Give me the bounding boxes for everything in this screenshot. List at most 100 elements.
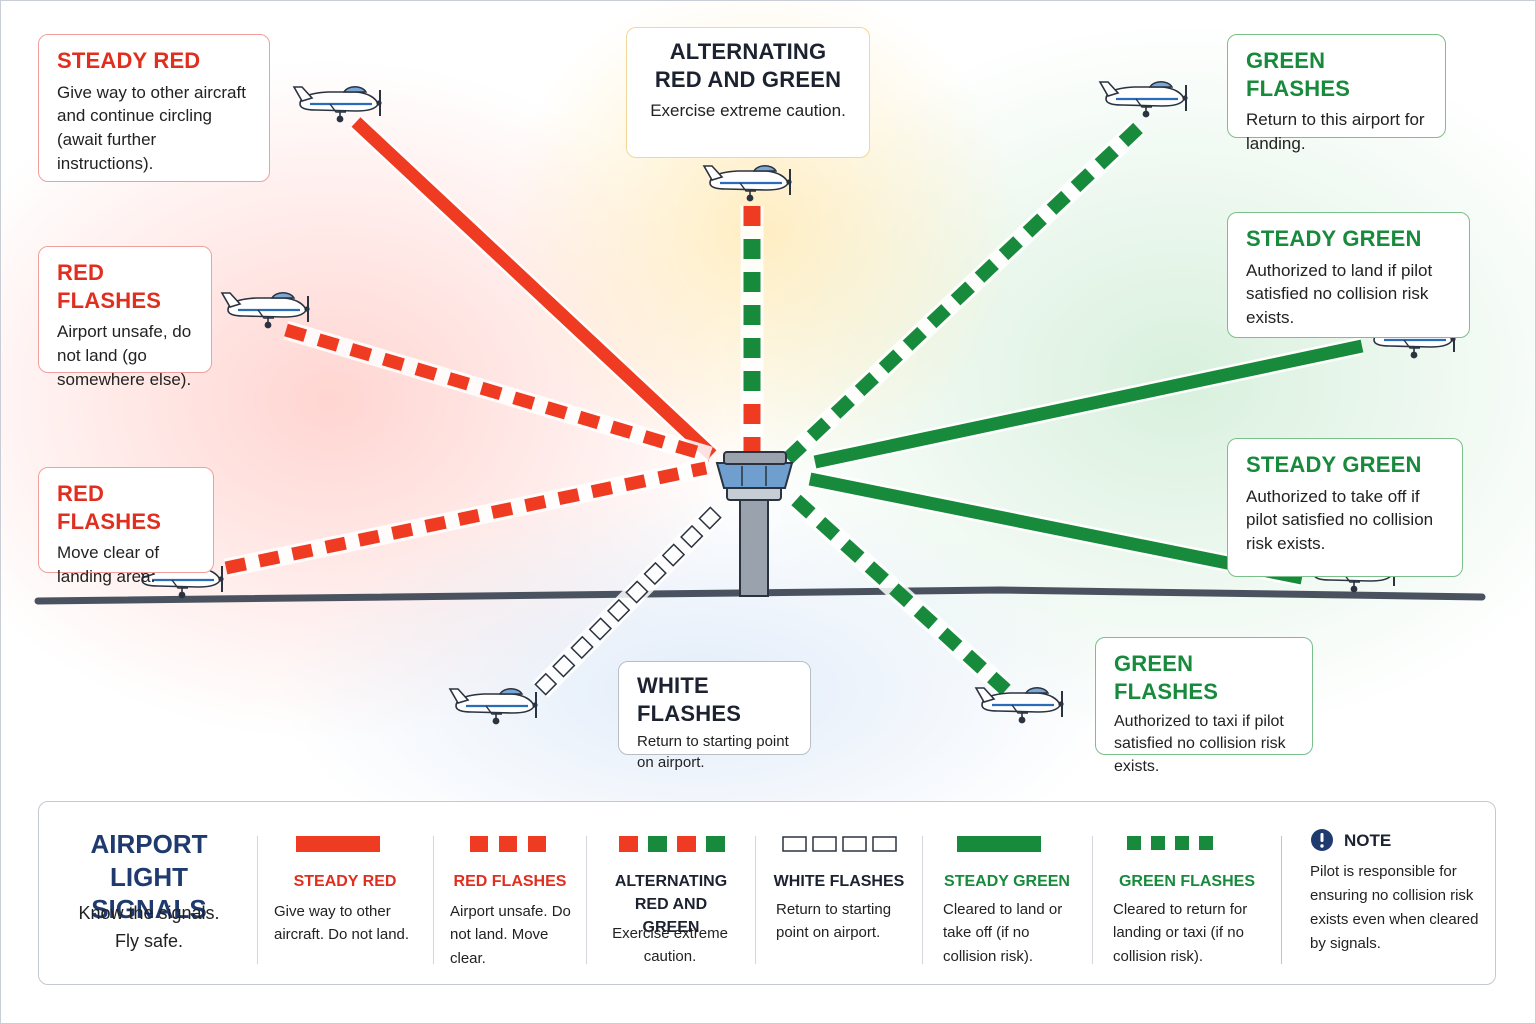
beam-red-flashes-ground-dash xyxy=(357,529,381,547)
signal-title: STEADY GREEN xyxy=(1246,226,1422,251)
beam-red-flashes-ground-dash xyxy=(391,522,414,540)
beam-red-flashes-airborne-dash xyxy=(381,352,405,371)
beam-green-flashes-taxi-dash xyxy=(962,649,987,674)
signal-card-red-flashes-airborne: RED FLASHES Airport unsafe, do not land … xyxy=(38,246,212,389)
signal-card-steady-red: STEADY RED Give way to other aircraft an… xyxy=(38,34,270,182)
beam-red-flashes-ground-dash xyxy=(524,495,547,512)
swatch-white-flashes xyxy=(782,836,897,852)
legend-item-white-flashes: WHITE FLASHES Return to starting point o… xyxy=(756,802,922,986)
beam-red-flashes-ground-dash xyxy=(657,467,680,485)
legend-heading: AIRPORT LIGHT SIGNALS Know the signals. … xyxy=(39,802,257,986)
beam-white-flashes-dash-fill xyxy=(609,600,629,621)
beam-red-flashes-airborne-dash xyxy=(577,410,601,430)
beam-red-flashes-ground-dash xyxy=(224,557,247,575)
legend-item-title: RED FLASHES xyxy=(453,873,567,890)
beam-green-flashes-airborne-dash xyxy=(1070,168,1095,193)
legend-panel: AIRPORT LIGHT SIGNALS Know the signals. … xyxy=(38,801,1496,985)
legend-item-red-flashes: RED FLASHES Airport unsafe. Do not land.… xyxy=(434,802,586,986)
beam-green-flashes-airborne-dash xyxy=(782,440,807,465)
beam-white-flashes-dash-fill xyxy=(590,619,610,639)
beam-green-flashes-taxi-dash xyxy=(815,516,840,541)
beam-white-flashes-dash-fill xyxy=(572,637,592,658)
legend-item-green-flashes: GREEN FLASHES Cleared to return for land… xyxy=(1093,802,1281,986)
beam-green-flashes-airborne-dash xyxy=(854,372,879,397)
airplane-icon xyxy=(1098,80,1189,119)
beam-white-flashes-dash-fill xyxy=(663,545,684,565)
signal-title: STEADY GREEN xyxy=(1246,452,1422,477)
beam-green-flashes-taxi-dash xyxy=(840,539,865,563)
signal-description: Return to this airport for landing. xyxy=(1246,110,1425,153)
beam-red-flashes-airborne-dash xyxy=(512,391,536,410)
swatch-green-flashes xyxy=(1127,836,1213,850)
beam-steady-green-land xyxy=(813,339,1364,469)
signal-title: GREEN FLASHES xyxy=(1246,48,1351,101)
beam-green-flashes-taxi-dash xyxy=(913,605,938,630)
legend-divider xyxy=(755,836,756,964)
signal-title: ALTERNATING RED AND GREEN xyxy=(654,39,842,92)
signal-description: Authorized to take off if pilot satisfie… xyxy=(1246,486,1434,554)
beam-steady-green-takeoff xyxy=(808,472,1304,585)
beam-red-flashes-ground-dash xyxy=(324,536,347,554)
swatch-red-flashes xyxy=(470,836,546,852)
signal-description: Authorized to land if pilot satisfied no… xyxy=(1246,260,1433,328)
legend-divider xyxy=(1092,836,1093,964)
legend-item-title: ALTERNATING RED AND GREEN xyxy=(614,873,728,937)
swatch-steady-red xyxy=(296,836,380,852)
note-description: Pilot is responsible for ensuring no col… xyxy=(1310,863,1479,952)
beam-red-flashes-ground-dash xyxy=(690,461,708,478)
beam-red-flashes-ground-dash xyxy=(557,488,580,506)
legend-item-description: Cleared to return for landing or taxi (i… xyxy=(1113,901,1248,965)
beam-green-flashes-airborne-dash xyxy=(926,304,951,329)
signal-card-green-flashes-airborne: GREEN FLASHES Return to this airport for… xyxy=(1227,34,1446,153)
beam-red-flashes-ground-dash xyxy=(424,515,447,533)
signal-title: WHITE FLASHES xyxy=(637,673,742,726)
airplane-icon xyxy=(292,85,383,124)
legend-divider xyxy=(922,836,923,964)
legend-item-title: GREEN FLASHES xyxy=(1118,873,1255,890)
signal-card-steady-green-land: STEADY GREEN Authorized to land if pilot… xyxy=(1227,212,1470,338)
beam-white-flashes-dash-fill xyxy=(536,674,556,694)
legend-item-description: Give way to other aircraft. Do not land. xyxy=(274,903,410,944)
signal-beams xyxy=(224,115,1364,698)
beam-red-flashes-airborne-dash xyxy=(642,430,666,449)
airplane-icon xyxy=(448,687,539,726)
beam-red-flashes-ground-dash xyxy=(590,481,614,499)
legend-item-description: Exercise extreme caution. xyxy=(612,925,728,966)
beam-red-flashes-airborne-dash xyxy=(447,372,470,391)
beam-green-flashes-airborne-dash xyxy=(902,326,927,351)
control-tower-icon xyxy=(715,451,794,597)
legend-divider xyxy=(433,836,434,964)
signal-title: RED FLASHES xyxy=(57,481,162,534)
legend-item-description: Airport unsafe. Do not land. Move clear. xyxy=(450,903,571,967)
beam-green-flashes-taxi-dash xyxy=(791,494,816,519)
legend-tagline: Know the signals. Fly safe. xyxy=(78,903,220,951)
beam-green-flashes-airborne-dash xyxy=(974,258,999,283)
beam-white-flashes-dash-fill xyxy=(682,526,702,547)
beam-green-flashes-taxi-dash xyxy=(889,583,914,608)
beam-green-flashes-airborne-dash xyxy=(950,281,975,306)
signal-description: Exercise extreme caution. xyxy=(650,101,846,120)
legend-item-title: WHITE FLASHES xyxy=(773,873,905,890)
signal-card-red-flashes-ground: RED FLASHES Move clear of landing area. xyxy=(38,467,214,586)
beam-white-flashes-dash-fill xyxy=(554,656,574,676)
airplane-icon xyxy=(220,291,311,330)
legend-title: AIRPORT LIGHT SIGNALS xyxy=(90,829,208,924)
beam-red-flashes-airborne-dash xyxy=(610,420,633,439)
legend-item-description: Return to starting point on airport. xyxy=(776,901,892,942)
legend-note: NOTE Pilot is responsible for ensuring n… xyxy=(1282,802,1494,986)
signal-description: Move clear of landing area. xyxy=(57,543,160,586)
legend-item-description: Cleared to land or take off (if no colli… xyxy=(943,901,1063,965)
beam-red-flashes-airborne-dash xyxy=(479,381,503,401)
beam-green-flashes-airborne-dash xyxy=(1022,213,1047,238)
beam-red-flashes-ground-dash xyxy=(624,474,647,492)
legend-divider xyxy=(1281,836,1282,964)
beam-green-flashes-taxi-dash xyxy=(938,627,963,652)
signal-description: Airport unsafe, do not land (go somewher… xyxy=(57,322,192,389)
legend-item-title: STEADY GREEN xyxy=(944,873,1070,890)
signal-title: GREEN FLASHES xyxy=(1114,651,1219,704)
beam-red-flashes-airborne-dash xyxy=(675,439,699,459)
beam-green-flashes-taxi-dash xyxy=(864,561,889,586)
beam-white-flashes-dash-fill xyxy=(700,508,720,528)
signal-card-alternating: ALTERNATING RED AND GREEN Exercise extre… xyxy=(626,27,870,158)
